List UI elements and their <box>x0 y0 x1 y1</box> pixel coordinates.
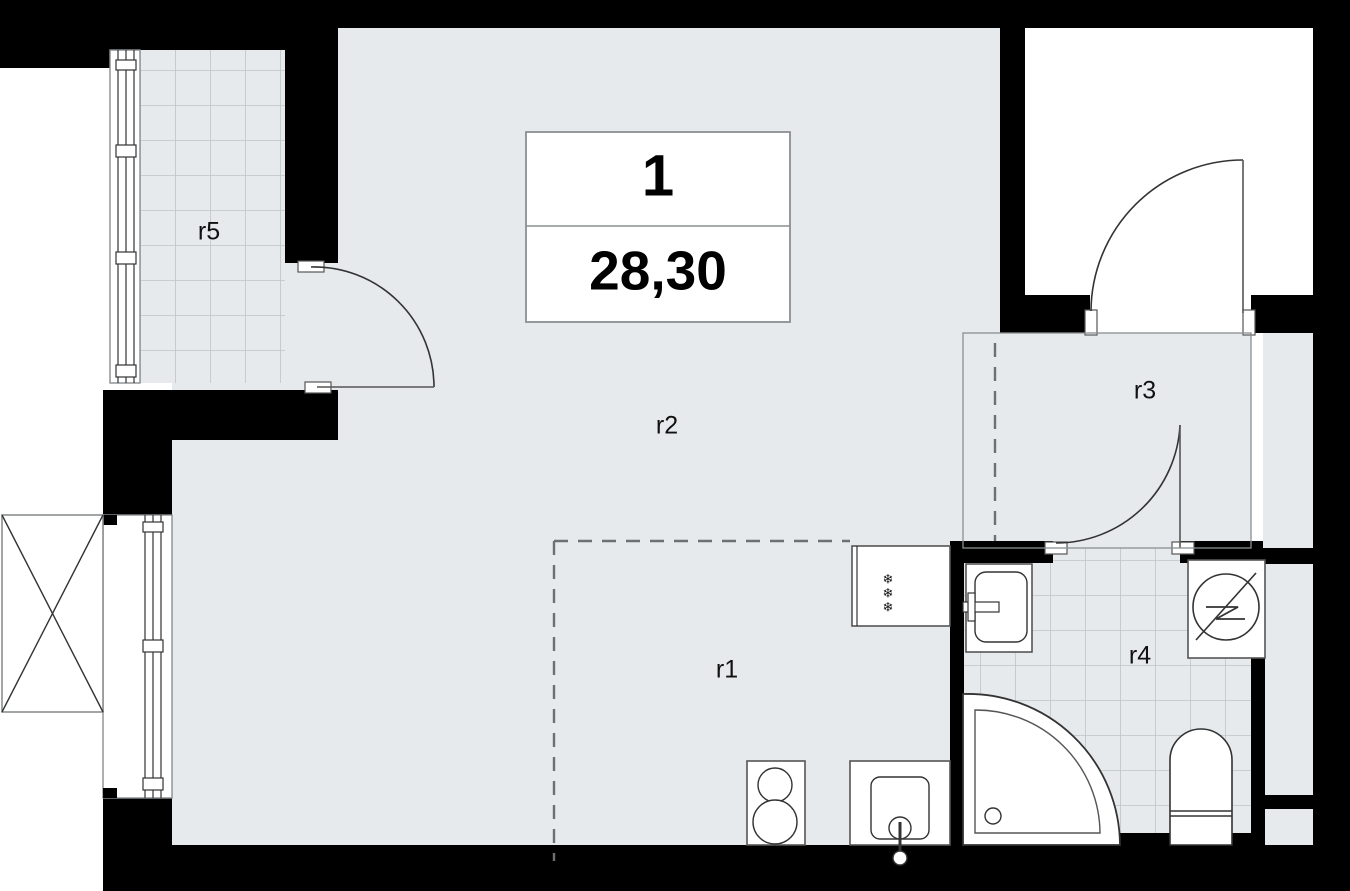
room-label-r4: r4 <box>1129 642 1151 670</box>
wall-bath-left <box>950 541 964 845</box>
stove-burner-small <box>757 767 793 803</box>
wall-hall-left-header <box>1000 295 1090 333</box>
wall-left-upper <box>103 390 172 515</box>
room-label-r2: r2 <box>656 412 678 440</box>
badge-box <box>525 131 791 323</box>
wall-window-bottom-nib <box>103 788 117 798</box>
window-sash-break-3 <box>115 251 137 265</box>
wall-bath-top-left <box>963 541 1053 563</box>
wall-top-left-block <box>0 0 110 68</box>
room-fill-balcony <box>140 48 285 383</box>
svg-text:❄: ❄ <box>883 571 894 586</box>
apartment-info-badge: 1 28,30 <box>525 131 791 323</box>
wall-bath-top-right <box>1180 541 1263 563</box>
entrance-door-jamb-left <box>1084 309 1098 336</box>
wall-shaft-divider-lower <box>1251 795 1313 809</box>
bathroom-door-swing-arc <box>1055 424 1181 544</box>
refrigerator <box>851 545 951 627</box>
outline-hallway <box>962 332 1252 549</box>
balcony-door-swing-arc <box>310 266 435 388</box>
window-sash-break-2 <box>115 144 137 158</box>
window-left-sash-3 <box>142 777 164 791</box>
shaft-fill-lower <box>1263 562 1313 797</box>
window-left-sash-2 <box>142 639 164 653</box>
stove-burner-large <box>752 799 798 845</box>
snowflake-icon: ❄ ❄ ❄ <box>883 571 894 614</box>
badge-apartment-number: 1 <box>642 143 674 208</box>
window-frame-balcony <box>109 49 141 384</box>
left-lower-window-group <box>1 514 173 799</box>
wall-balcony-right <box>285 28 338 263</box>
svg-text:❄: ❄ <box>883 599 894 614</box>
wall-balcony-bottom-stub <box>305 390 338 440</box>
shaft-fill-bottom <box>1263 807 1313 845</box>
wall-shaft-divider-upper <box>1251 548 1313 564</box>
room-outlines <box>962 332 1252 549</box>
window-frame-left <box>102 514 173 799</box>
shaft-fill-upper <box>1263 333 1313 548</box>
corner-shower-tray <box>974 709 1101 834</box>
room-label-r3: r3 <box>1134 377 1156 405</box>
wall-left-lower <box>103 797 172 891</box>
wall-top-balcony <box>110 0 285 50</box>
room-label-r1: r1 <box>716 656 738 684</box>
entrance-door-jamb-right <box>1242 309 1256 336</box>
bathroom-sink-faucet-base <box>967 592 976 622</box>
window-left-sash-1 <box>142 521 164 533</box>
toilet <box>1169 728 1233 846</box>
kitchen-sink-faucet-head <box>892 850 908 866</box>
window-sash-break-4 <box>115 364 137 378</box>
zone-dividers <box>552 343 997 861</box>
wall-right-outer <box>1313 0 1350 891</box>
room-fill-hallway <box>963 333 1251 548</box>
window-sash-break-1 <box>115 59 137 71</box>
bathroom-sink-faucet-spout <box>962 601 1000 613</box>
balcony-glazing <box>109 49 141 384</box>
svg-text:❄: ❄ <box>883 585 894 600</box>
ac-unit-cross-b <box>1 514 104 713</box>
lightning-bolt-icon <box>1206 606 1245 620</box>
shower-drain <box>984 807 1002 825</box>
wall-window-top-nib <box>103 515 117 525</box>
wall-main-right-upper <box>1000 28 1025 311</box>
wall-top-main <box>285 0 1025 28</box>
wall-bottom-main <box>172 845 1350 891</box>
room-label-r5: r5 <box>198 218 220 246</box>
kitchen-fixtures: ❄ ❄ ❄ <box>746 545 951 866</box>
bathroom-fixtures <box>962 559 1266 846</box>
entrance-door-swing-arc <box>1090 159 1244 312</box>
wall-top-right <box>1025 0 1350 28</box>
badge-area-value: 28,30 <box>589 240 727 302</box>
